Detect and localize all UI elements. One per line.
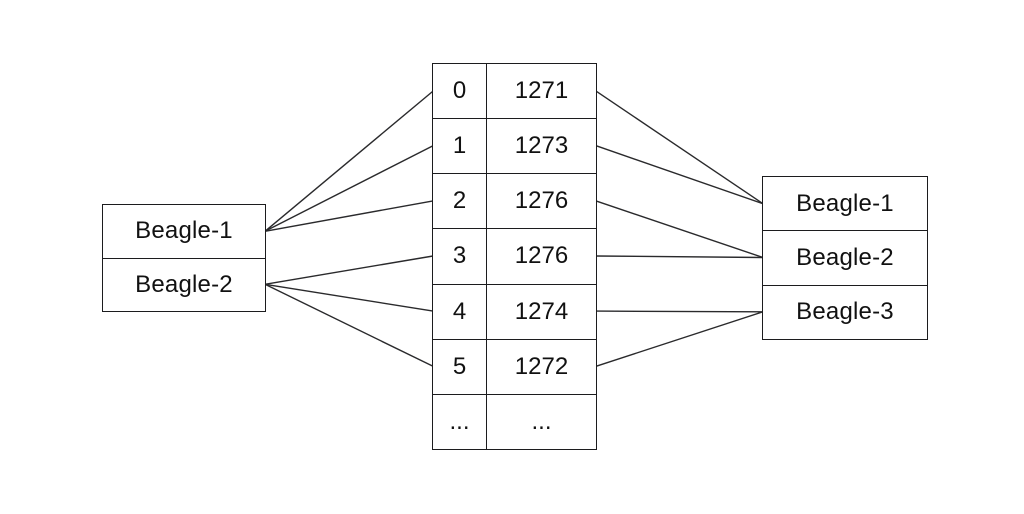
hash-index-cell: 1 — [433, 119, 487, 174]
left-node-row: Beagle-1 — [103, 205, 265, 258]
hash-value-cell: 1271 — [514, 77, 569, 105]
right-node-box: Beagle-1 Beagle-2 Beagle-3 — [762, 176, 928, 340]
hash-index-cell: 4 — [433, 284, 487, 339]
hash-value-cell: 1273 — [514, 132, 569, 160]
hash-table-row: 2 1276 — [433, 173, 596, 229]
hash-table-row: 4 1274 — [433, 283, 596, 339]
hash-table-row: 0 1271 — [433, 64, 596, 119]
node-label: Beagle-2 — [796, 243, 894, 271]
right-node-row: Beagle-3 — [763, 284, 927, 339]
hash-index-cell: 5 — [433, 339, 487, 394]
hash-index-cell: 2 — [433, 174, 487, 229]
node-label: Beagle-3 — [796, 298, 894, 326]
node-label: Beagle-1 — [796, 189, 894, 217]
hash-table-row: 5 1272 — [433, 338, 596, 394]
hash-value-cell: 1272 — [514, 352, 569, 380]
hash-value-cell: 1274 — [514, 297, 569, 325]
left-node-box: Beagle-1 Beagle-2 — [102, 204, 266, 312]
hash-index-cell: 3 — [433, 229, 487, 284]
right-node-row: Beagle-1 — [763, 177, 927, 230]
hash-value-cell: 1276 — [514, 242, 569, 270]
hash-table: 0 1271 1 1273 2 1276 3 1276 4 1274 5 127… — [432, 63, 597, 450]
left-node-row: Beagle-2 — [103, 257, 265, 312]
hash-value-cell: ... — [531, 407, 552, 435]
hash-value-cell: 1276 — [514, 187, 569, 215]
hash-index-cell: 0 — [433, 64, 487, 119]
node-label: Beagle-2 — [135, 270, 233, 298]
hash-table-row: ... ... — [433, 393, 596, 449]
hash-index-cell: ... — [433, 394, 487, 449]
hash-table-row: 1 1273 — [433, 118, 596, 174]
node-label: Beagle-1 — [135, 217, 233, 245]
right-node-row: Beagle-2 — [763, 230, 927, 284]
hash-table-row: 3 1276 — [433, 228, 596, 284]
